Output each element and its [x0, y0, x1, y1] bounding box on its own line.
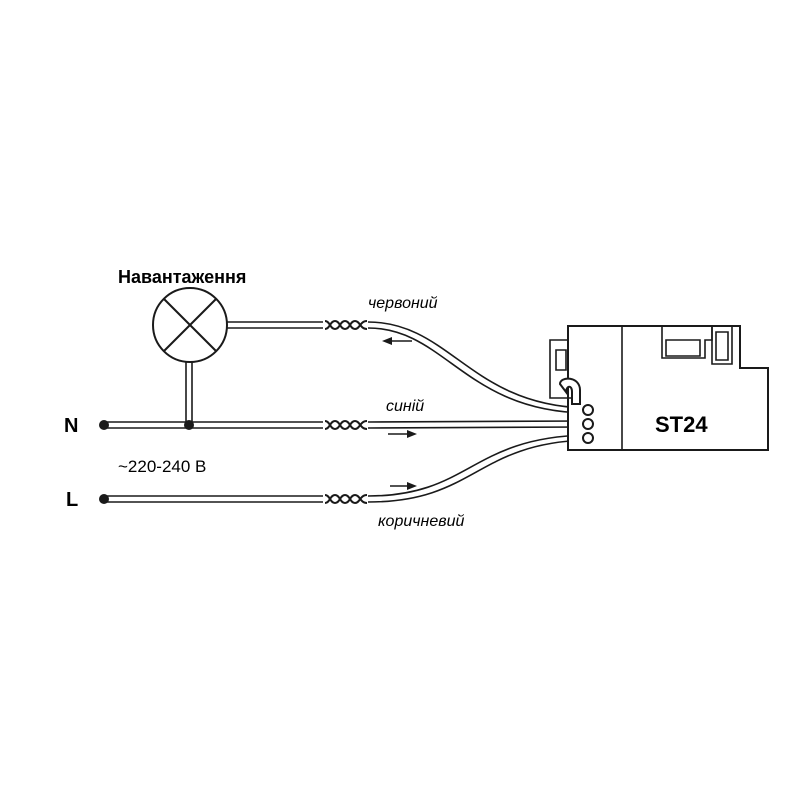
load-label: Навантаження: [118, 267, 246, 287]
twist-connector-blue: [324, 419, 368, 431]
arrow-brown-right: [390, 482, 417, 490]
device-label: ST24: [655, 412, 708, 437]
neutral-junction: [184, 420, 194, 430]
line-wire: [104, 495, 323, 503]
neutral-label: N: [64, 415, 78, 437]
brown-wire-label: коричневий: [378, 513, 464, 530]
voltage-label: ~220-240 В: [118, 457, 206, 476]
device-wire-red: [367, 321, 586, 414]
device-wire-blue: [367, 420, 586, 429]
line-label: L: [66, 489, 78, 511]
twist-connector-brown: [324, 493, 368, 505]
arrow-blue-right: [388, 430, 417, 438]
line-terminal: [99, 494, 109, 504]
neutral-wire: [104, 421, 323, 429]
red-wire-label: червоний: [368, 295, 438, 312]
load-lamp: [152, 287, 228, 363]
lamp-wire-red: [227, 321, 323, 329]
blue-wire-label: синій: [386, 398, 424, 415]
lamp-neutral-link: [185, 362, 193, 427]
device-st24: [549, 325, 769, 451]
neutral-terminal: [99, 420, 109, 430]
twist-connector-red: [324, 319, 368, 331]
device-wire-brown: [367, 434, 586, 503]
arrow-red-left: [382, 337, 412, 345]
